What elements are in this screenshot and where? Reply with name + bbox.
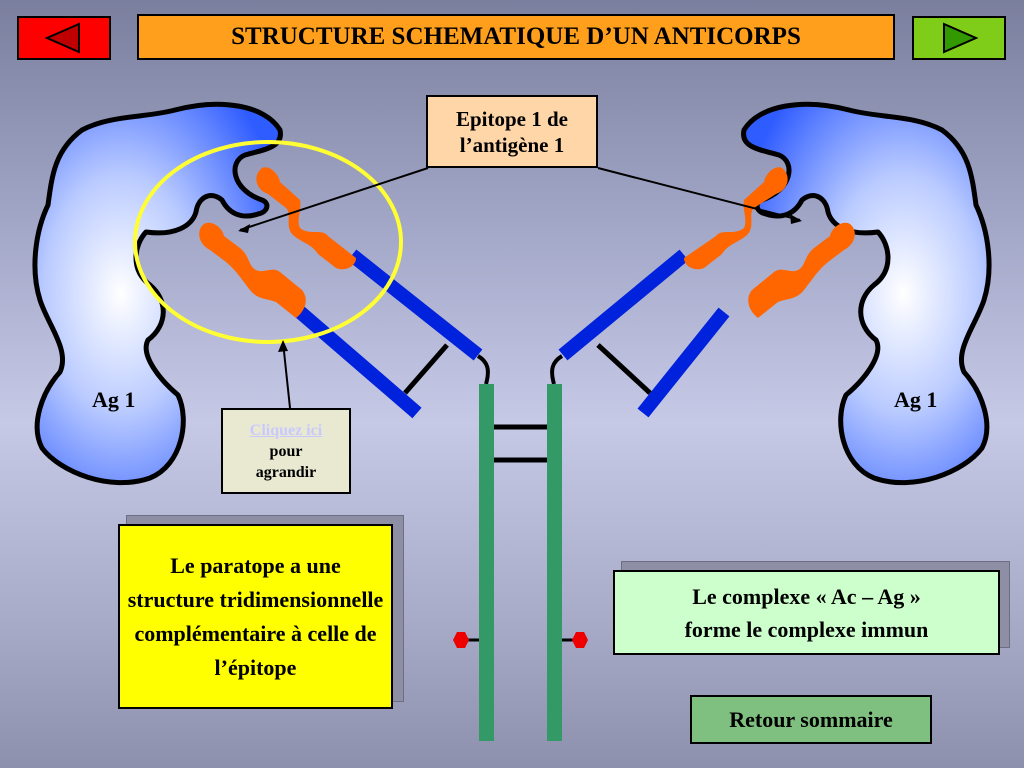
page-title: STRUCTURE SCHEMATIQUE D’UN ANTICORPS [137, 14, 895, 60]
epitope-label: Epitope 1 de l’antigène 1 [426, 95, 598, 168]
heavy-chain-stem-left [479, 384, 494, 741]
epitope-pointer-left [239, 167, 429, 231]
zoom-hint-line2: pour [269, 442, 303, 460]
zoom-link[interactable]: Cliquez ici [249, 421, 323, 439]
right-arm-disulfide [596, 343, 652, 395]
left-heavy-chain [295, 306, 422, 419]
previous-slide-button[interactable] [17, 16, 111, 60]
paratope-highlight-circle [133, 140, 403, 344]
heavy-chain-stem-right [547, 384, 562, 741]
zoom-hint-box: Cliquez ici pour agrandir [221, 408, 351, 494]
antigen-label-left: Ag 1 [92, 387, 136, 412]
left-light-chain [347, 249, 483, 361]
antigen-left [32, 101, 283, 486]
zoom-hint-line3: agrandir [255, 463, 317, 481]
epitope-label-line1: Epitope 1 de [455, 106, 568, 131]
right-light-chain [558, 249, 689, 361]
triangle-right-icon [943, 22, 979, 54]
carbohydrate-left-icon [453, 632, 469, 648]
hinge-left [476, 354, 490, 385]
paratope-text: Le paratope a une structure tridimension… [127, 552, 384, 680]
epitope-label-line2: l’antigène 1 [459, 132, 565, 157]
epitope-pointer-right [597, 167, 801, 221]
paratope-left-lower [199, 222, 306, 318]
hinge-right [550, 354, 564, 385]
right-heavy-chain [637, 307, 730, 418]
triangle-left-icon [44, 22, 80, 54]
antigen-label-right: Ag 1 [894, 387, 938, 412]
complexe-text-box: Le complexe « Ac – Ag » forme le complex… [613, 570, 1000, 655]
complexe-line1: Le complexe « Ac – Ag » [692, 583, 921, 609]
complexe-line2: forme le complexe immun [684, 616, 929, 642]
paratope-text-box: Le paratope a une structure tridimension… [118, 524, 393, 709]
retour-sommaire-button[interactable]: Retour sommaire [690, 695, 932, 744]
left-arm-disulfide [403, 343, 449, 395]
next-slide-button[interactable] [912, 16, 1006, 60]
paratope-right-lower [748, 222, 855, 318]
zoom-pointer [282, 341, 291, 409]
paratope-left-upper [256, 167, 356, 270]
paratope-right-upper [684, 167, 788, 270]
carbohydrate-right-icon [572, 632, 588, 648]
